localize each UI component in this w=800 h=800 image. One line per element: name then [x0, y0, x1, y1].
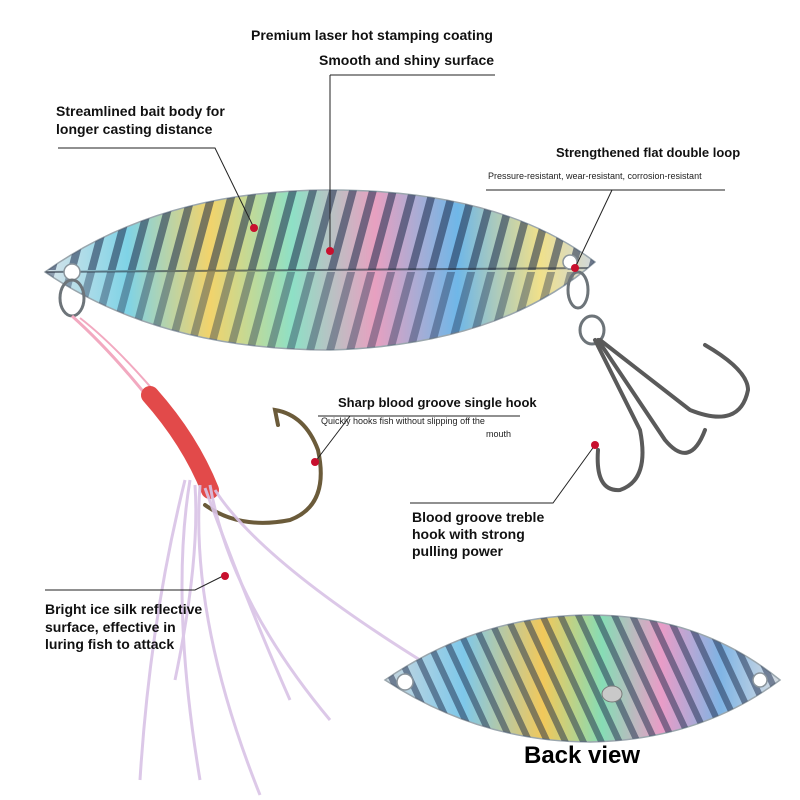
treble-hook [593, 338, 751, 493]
callout-treble-line3: pulling power [412, 543, 503, 559]
callout-coating-line1: Premium laser hot stamping coating [251, 27, 493, 43]
callout-coating-line2: Smooth and shiny surface [319, 52, 495, 68]
callout-silk-line3: luring fish to attack [45, 636, 175, 652]
callout-single-hook-sub-line2: mouth [486, 429, 512, 439]
callout-single-hook-sub-line1: Quickly hooks fish without slipping off … [321, 416, 485, 426]
lure-body-back [383, 614, 782, 743]
callout-loop-subtitle: Pressure-resistant, wear-resistant, corr… [488, 171, 702, 181]
back-view-label: Back view [524, 742, 641, 769]
assist-cord [70, 314, 219, 499]
callout-body-line2: longer casting distance [56, 121, 213, 137]
callout-treble-line2: hook with strong [412, 526, 525, 542]
split-ring-right [566, 270, 606, 346]
callout-dots [221, 224, 599, 580]
callout-body-line1: Streamlined bait body for [56, 103, 225, 119]
single-hook [203, 407, 323, 525]
callout-silk-line2: surface, effective in [45, 619, 176, 635]
leader-lines [45, 74, 725, 591]
callout-silk-line1: Bright ice silk reflective [45, 601, 203, 617]
lure-body-front [43, 189, 597, 351]
callout-single-hook-title: Sharp blood groove single hook [338, 395, 537, 410]
callout-loop-title: Strengthened flat double loop [556, 145, 741, 160]
callout-treble-line1: Blood groove treble [412, 509, 545, 525]
ice-silk-skirt [138, 479, 421, 796]
